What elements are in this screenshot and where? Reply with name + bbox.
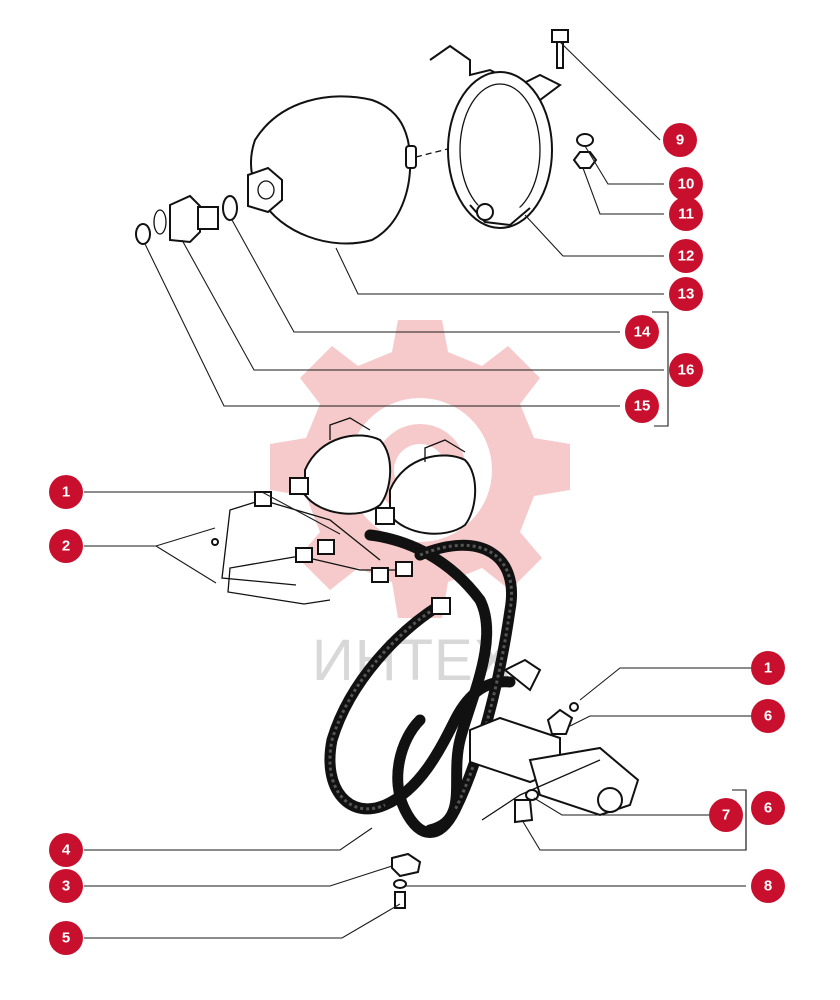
svg-text:4: 4 [62, 842, 71, 859]
washer-15 [135, 223, 151, 245]
callout-13[interactable]: 13 [669, 277, 703, 311]
svg-text:12: 12 [678, 248, 695, 265]
callout-5[interactable]: 5 [49, 921, 83, 955]
svg-text:15: 15 [634, 398, 651, 415]
mounting-clamp [429, 44, 562, 229]
group-bracket-7-6 [732, 789, 747, 851]
group-bracket-14-16-15 [652, 311, 669, 427]
svg-text:14: 14 [634, 324, 651, 341]
callout-6-lower[interactable]: 6 [751, 791, 785, 825]
banjo-fitting-3 [391, 852, 422, 878]
callout-14[interactable]: 14 [625, 315, 659, 349]
callout-16[interactable]: 16 [669, 353, 703, 387]
pipe-lines [211, 491, 413, 605]
svg-text:3: 3 [62, 878, 70, 895]
svg-text:13: 13 [678, 286, 695, 303]
accumulator-pair [289, 417, 477, 535]
svg-text:11: 11 [678, 206, 694, 223]
callout-12[interactable]: 12 [669, 239, 703, 273]
svg-text:9: 9 [676, 132, 684, 149]
callout-9[interactable]: 9 [663, 123, 697, 157]
callout-8[interactable]: 8 [751, 869, 785, 903]
svg-text:6: 6 [764, 800, 772, 817]
svg-text:6: 6 [764, 708, 772, 725]
bolt-5 [394, 891, 406, 909]
callout-2[interactable]: 2 [49, 529, 83, 563]
nut-11 [572, 151, 598, 169]
valve-block [469, 702, 640, 824]
washer-8 [393, 879, 407, 889]
svg-text:1: 1 [62, 484, 70, 501]
union-fitting-16 [153, 194, 219, 244]
svg-text:5: 5 [62, 930, 70, 947]
accumulator-sphere [247, 95, 531, 245]
callout-1-right[interactable]: 1 [751, 651, 785, 685]
svg-text:7: 7 [722, 807, 730, 824]
hydraulic-hoses [324, 529, 542, 838]
callout-7[interactable]: 7 [709, 798, 743, 832]
svg-text:10: 10 [678, 176, 695, 193]
svg-text:2: 2 [62, 538, 70, 555]
callout-1-left[interactable]: 1 [49, 475, 83, 509]
svg-text:16: 16 [678, 362, 695, 379]
bolt-9 [551, 29, 569, 69]
callout-15[interactable]: 15 [625, 389, 659, 423]
callout-10[interactable]: 10 [669, 167, 703, 201]
sealing-ring-14 [222, 195, 238, 221]
callout-6-upper[interactable]: 6 [751, 699, 785, 733]
svg-text:1: 1 [764, 660, 772, 677]
callout-3[interactable]: 3 [49, 869, 83, 903]
svg-text:8: 8 [764, 878, 772, 895]
washer-10 [576, 133, 594, 147]
callout-11[interactable]: 11 [669, 197, 703, 231]
callout-4[interactable]: 4 [49, 833, 83, 867]
leader-lines [84, 41, 752, 939]
